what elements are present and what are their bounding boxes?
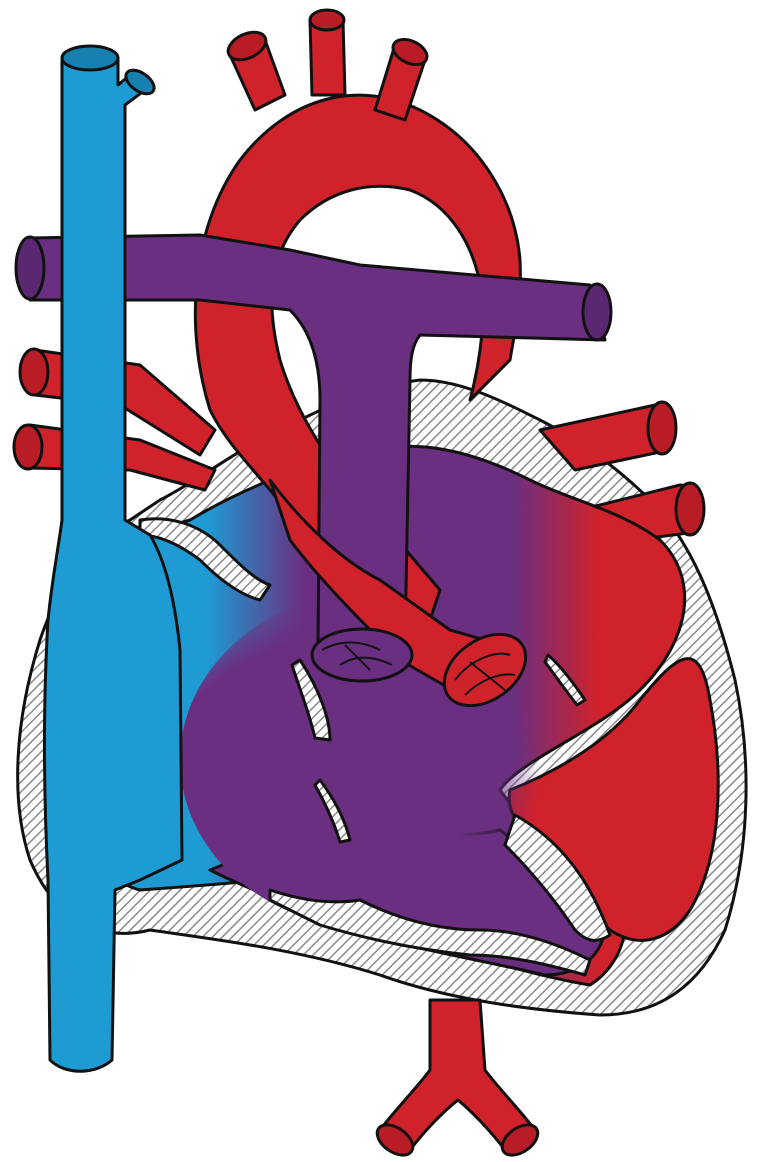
descending-aorta — [372, 1000, 544, 1161]
right-atrium-blend — [150, 560, 230, 860]
